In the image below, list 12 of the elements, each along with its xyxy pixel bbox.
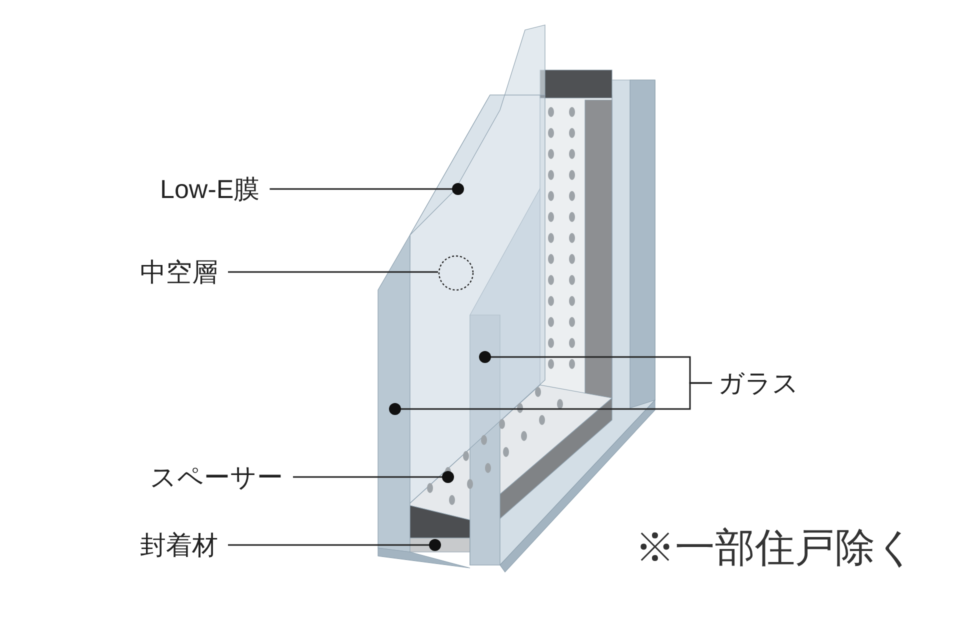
- part-label: スペーサー: [150, 464, 283, 490]
- leader-line: [228, 271, 438, 273]
- part-label: ガラス: [718, 370, 799, 396]
- leader-line: [389, 382, 712, 415]
- part-label: 封着材: [140, 532, 218, 558]
- dashed-circle: [438, 255, 474, 291]
- leader-line: [270, 183, 464, 195]
- leader-line: [228, 539, 441, 551]
- leader-line: [293, 471, 454, 483]
- note: ※一部住戸除く: [635, 528, 916, 568]
- part-label: Low-E膜: [160, 176, 260, 202]
- part-label: 中空層: [140, 259, 218, 285]
